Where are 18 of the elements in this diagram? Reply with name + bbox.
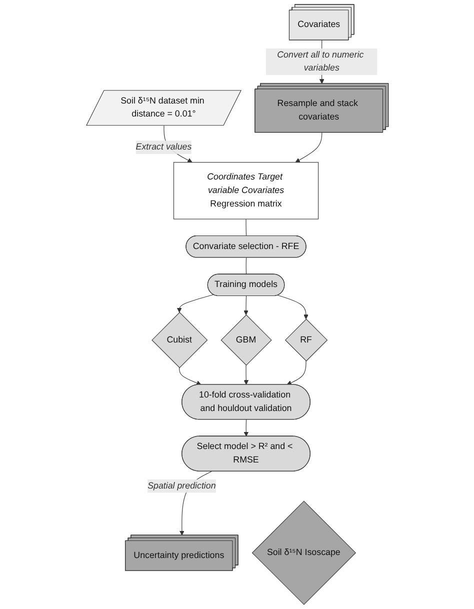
arrow: [176, 294, 214, 313]
arrow: [277, 295, 308, 320]
arrow: [286, 360, 306, 386]
arrow: [294, 132, 322, 163]
edge-label: Spatial prediction: [147, 481, 216, 491]
edge-label: Convert all to numeric variables: [276, 50, 364, 73]
edge-label: Extract values: [135, 142, 192, 152]
node-diamond: Soil δ¹⁵N Isoscape: [251, 500, 356, 605]
node-box: Coordinates Target variable Covariates Regression matrix: [173, 162, 318, 220]
connector: [245, 218, 246, 236]
node-diamond: Cubist: [151, 312, 208, 368]
connector: [245, 257, 246, 275]
node-diamond: RF: [284, 318, 328, 362]
arrow: [243, 364, 248, 385]
arrow: [178, 367, 201, 386]
node-diamond: GBM: [220, 314, 272, 366]
arrow: [243, 296, 248, 316]
arrow: [243, 419, 248, 437]
